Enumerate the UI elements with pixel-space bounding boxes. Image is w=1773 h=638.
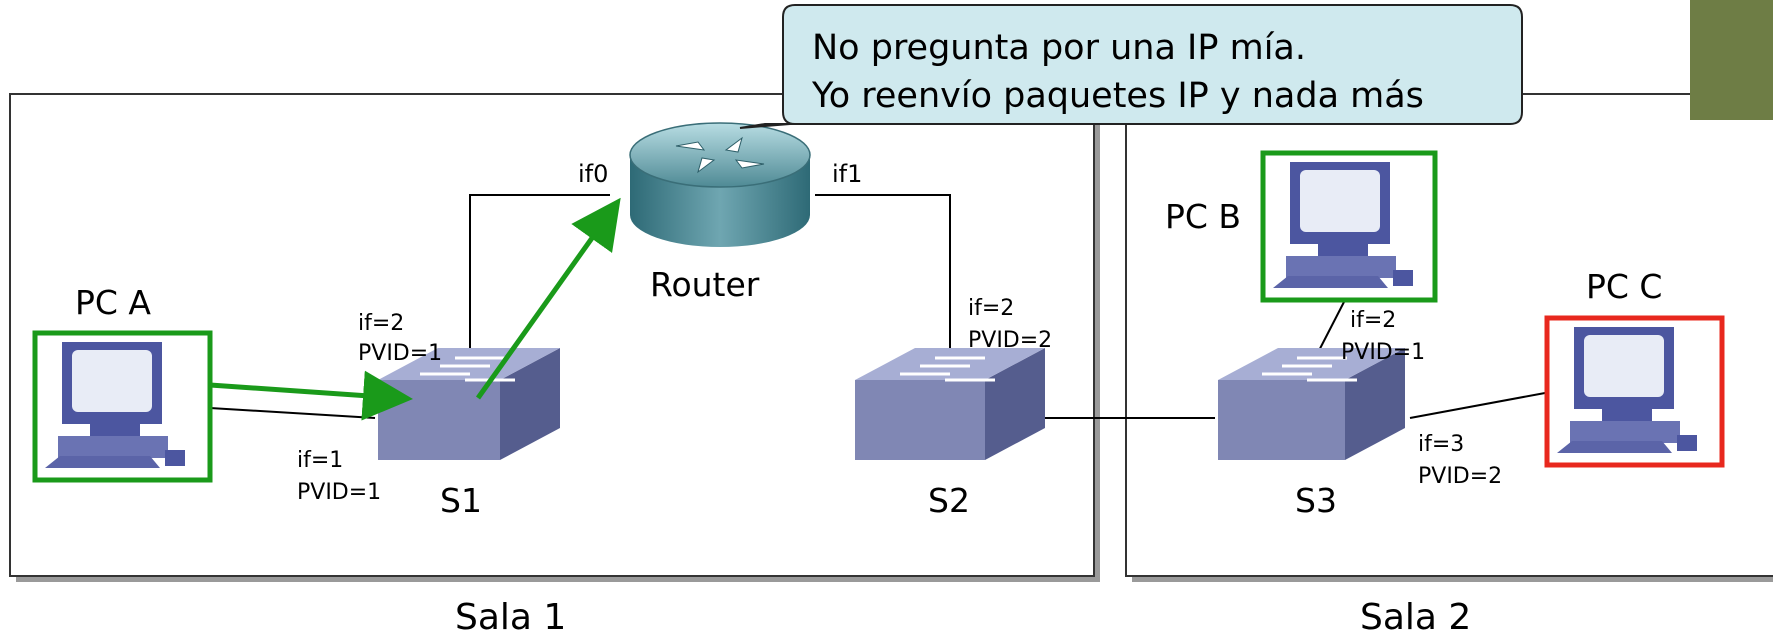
s3-pcb-if: if=2 — [1350, 308, 1397, 333]
callout-text: No pregunta por una IP mía. Yo reenvío p… — [812, 24, 1424, 120]
packet-path — [209, 197, 621, 421]
cable-s3-pcc — [1409, 392, 1546, 419]
arrow-pca-to-s1 — [209, 370, 413, 421]
s1-uplink-if: if=2 — [358, 311, 405, 336]
router-label: Router — [650, 265, 760, 304]
s2-uplink-pvid: PVID=2 — [968, 328, 1053, 353]
router-if1-label: if1 — [832, 160, 863, 188]
callout-line-2: Yo reenvío paquetes IP y nada más — [812, 76, 1424, 116]
arrow-s1-to-router — [475, 197, 621, 400]
pc-c-label: PC C — [1586, 267, 1663, 306]
s3-label: S3 — [1295, 481, 1337, 520]
room-sala2 — [1125, 93, 1773, 582]
pc-b-label: PC B — [1165, 197, 1242, 236]
callout-line-1: No pregunta por una IP mía. — [812, 28, 1306, 68]
s2-label: S2 — [928, 481, 970, 520]
room-sala1 — [9, 93, 1100, 582]
pc-a-icon — [32, 330, 213, 483]
sala-2-label: Sala 2 — [1360, 597, 1472, 638]
switch-s3-icon — [1218, 348, 1405, 460]
s1-label: S1 — [440, 481, 482, 520]
s3-pcc-if: if=3 — [1418, 432, 1465, 457]
s1-uplink-pvid: PVID=1 — [358, 341, 443, 366]
pc-b-icon — [1260, 150, 1438, 303]
s3-pcb-pvid: PVID=1 — [1341, 340, 1426, 365]
sala-1-label: Sala 1 — [455, 597, 567, 638]
cable-router-s2 — [815, 194, 951, 368]
cable-pca-s1 — [209, 407, 376, 419]
s1-pca-if: if=1 — [297, 448, 344, 473]
s1-pca-pvid: PVID=1 — [297, 480, 382, 505]
router-if0-label: if0 — [578, 160, 609, 188]
callout-bubble — [739, 4, 1523, 129]
switch-s2-icon — [855, 348, 1045, 460]
s3-pcc-pvid: PVID=2 — [1418, 464, 1503, 489]
s2-uplink-if: if=2 — [968, 296, 1015, 321]
cables — [209, 194, 1546, 419]
slide-accent-bar — [1690, 0, 1773, 120]
router-icon — [629, 122, 811, 247]
pc-a-label: PC A — [75, 283, 152, 322]
pc-c-icon — [1544, 315, 1725, 468]
cable-s1-router — [469, 194, 610, 368]
